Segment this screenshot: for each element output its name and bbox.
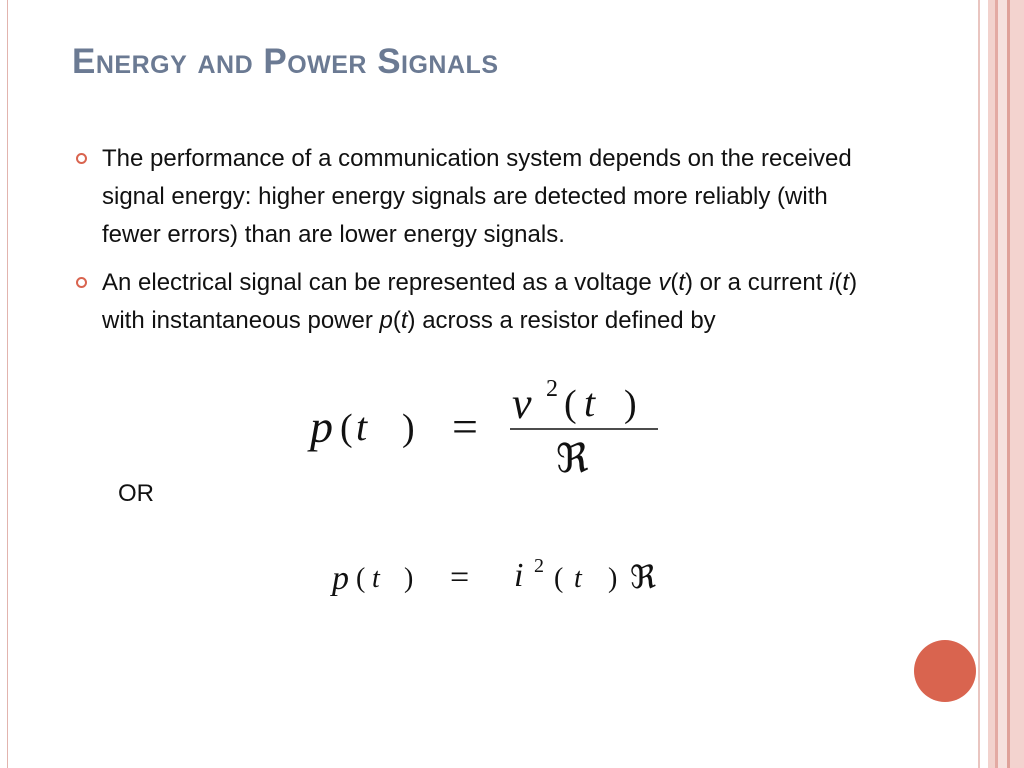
stripe [978, 0, 980, 768]
math-variable: t [678, 269, 686, 296]
eq1-lhs-t: t [356, 404, 368, 449]
math-variable: v [658, 269, 671, 296]
or-label: OR [118, 480, 154, 507]
eq1-num-v: v [512, 379, 532, 428]
power-current-equation: p ( t ) = i 2 ( t ) ℜ [330, 556, 656, 597]
eq2-open1: ( [356, 563, 365, 594]
math-variable: t [400, 307, 408, 334]
eq1-equals: = [452, 401, 478, 452]
eq2-close1: ) [404, 563, 413, 594]
power-voltage-equation: p ( t ) = v 2 ( t ) ℜ [307, 378, 658, 478]
bullet-item: The performance of a communication syste… [76, 140, 876, 254]
eq1-num-t: t [584, 380, 596, 425]
stripe [988, 0, 995, 768]
stripe [995, 0, 998, 768]
bullet-text: The performance of a communication syste… [102, 145, 852, 248]
eq1-den-resistance: ℜ [556, 436, 589, 478]
bullet-circle-icon [76, 153, 87, 164]
eq1-num-sup: 2 [546, 378, 558, 402]
bullet-item: An electrical signal can be represented … [76, 264, 876, 340]
eq1-num-open: ( [564, 383, 577, 425]
bullet-text: ) with instantaneous power [102, 269, 858, 334]
eq2-t1: t [372, 563, 381, 594]
eq1-lhs-close: ) [402, 407, 415, 449]
eq2-p: p [330, 560, 349, 597]
right-decorative-stripes [978, 0, 1024, 768]
eq2-open2: ( [554, 563, 563, 594]
math-variable: i [829, 269, 835, 296]
bullet-circle-icon [76, 277, 87, 288]
eq2-sup: 2 [534, 556, 544, 577]
bullet-text: ( [670, 269, 679, 296]
slide-title: Energy and Power Signals [72, 42, 499, 81]
stripe [1010, 0, 1024, 768]
eq2-i: i [514, 557, 523, 594]
math-variable: p [379, 307, 393, 334]
bullet-text: ( [392, 307, 401, 334]
left-border-line [7, 0, 8, 768]
decorative-circle [914, 640, 976, 702]
eq1-lhs-p: p [307, 401, 333, 452]
stripe [1007, 0, 1010, 768]
eq1-lhs-open: ( [340, 407, 353, 449]
bullet-text: ) across a resistor defined by [407, 307, 716, 334]
eq2-close2: ) [608, 563, 617, 594]
eq2-t2: t [574, 563, 583, 594]
eq1-num-close: ) [624, 383, 637, 425]
bullet-text: ( [834, 269, 843, 296]
bullet-text: An electrical signal can be represented … [102, 269, 659, 296]
bullet-list: The performance of a communication syste… [76, 140, 876, 350]
stripe [998, 0, 1007, 768]
eq2-equals: = [450, 559, 469, 596]
bullet-text: ) or a current [685, 269, 830, 296]
eq2-resistance: ℜ [630, 559, 656, 595]
math-variable: t [842, 269, 850, 296]
